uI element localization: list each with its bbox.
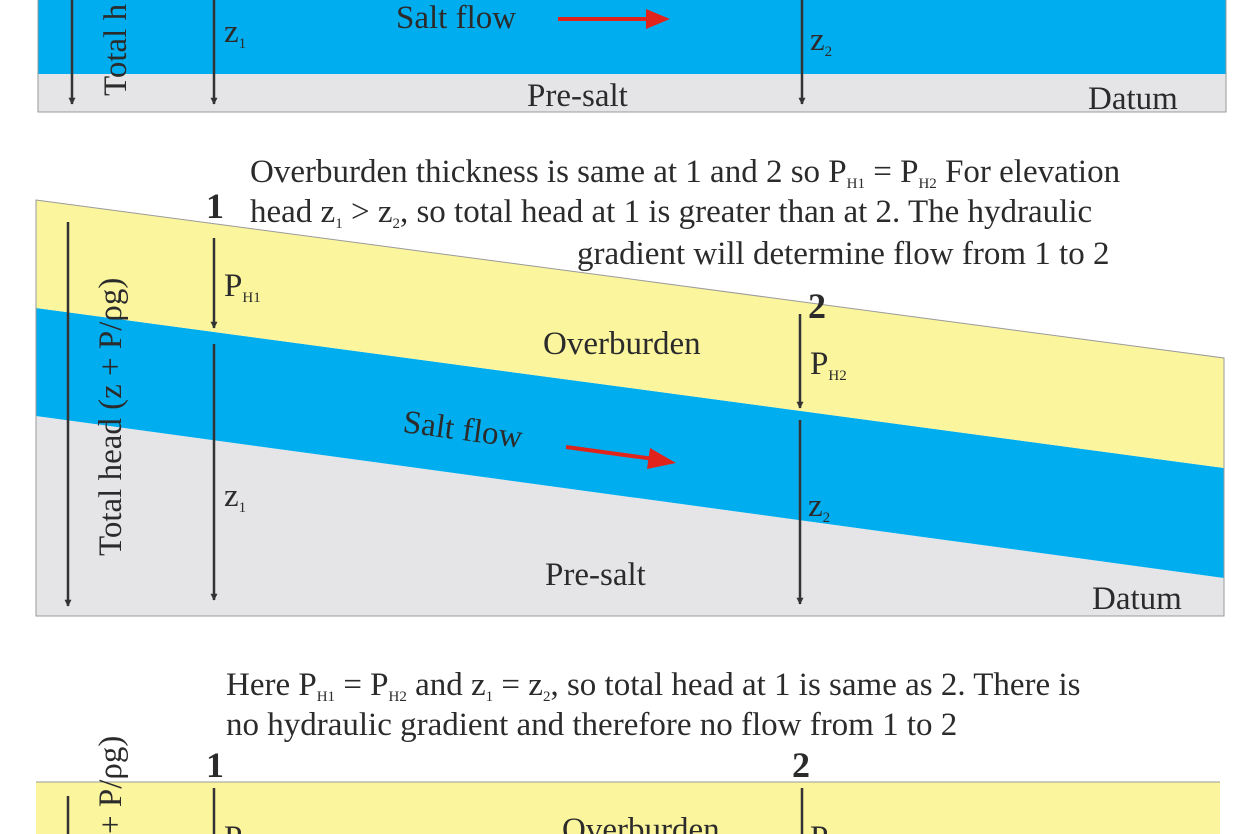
- middle-point-2: 2: [808, 286, 826, 326]
- top-presalt-label: Pre-salt: [527, 78, 628, 114]
- bottom-overburden-label: Overburden: [562, 812, 720, 834]
- bottom-panel: Here PH1 = PH2 and z1 = z2, so total hea…: [36, 667, 1220, 834]
- middle-datum-label: Datum: [1092, 581, 1182, 617]
- middle-flow-arrow: [565, 445, 655, 461]
- top-panel-frame: [37, 0, 1227, 113]
- middle-total-head-label: Total head (z + P/ρg): [93, 278, 129, 556]
- top-panel: Total h z1 z2 Salt flow Pre-salt Datum: [37, 0, 1227, 117]
- top-presalt-layer: [38, 74, 1226, 112]
- middle-salt-layer: [36, 308, 1224, 578]
- middle-overburden-layer: [36, 200, 1224, 468]
- top-salt-layer: [38, 0, 1226, 74]
- top-salt-flow-label: Salt flow: [396, 0, 516, 36]
- bottom-total-head-label: + P/ρg): [93, 736, 129, 834]
- middle-caption-line1: Overburden thickness is same at 1 and 2 …: [250, 154, 1120, 192]
- middle-overburden-label: Overburden: [543, 326, 701, 362]
- bottom-point-1: 1: [206, 745, 224, 785]
- middle-presalt-layer: [36, 416, 1224, 616]
- middle-panel-outline: [35, 199, 1225, 617]
- top-flow-arrow-head: [646, 9, 670, 29]
- top-z1-label: z1: [224, 14, 246, 52]
- bottom-caption-line2: no hydraulic gradient and therefore no f…: [226, 707, 957, 743]
- middle-z1-label: z1: [224, 478, 246, 516]
- middle-caption-line3: gradient will determine flow from 1 to 2: [577, 236, 1109, 272]
- middle-panel: Overburden thickness is same at 1 and 2 …: [35, 154, 1225, 617]
- top-datum-label: Datum: [1088, 81, 1178, 117]
- bottom-overburden-layer: [36, 782, 1220, 834]
- bottom-point-2: 2: [792, 745, 810, 785]
- middle-point-1: 1: [206, 186, 224, 226]
- top-total-head-label: Total h: [98, 3, 134, 96]
- middle-ph1-label: PH1: [224, 268, 261, 306]
- bottom-caption-line1: Here PH1 = PH2 and z1 = z2, so total hea…: [226, 667, 1080, 705]
- bottom-ph2-label: P: [810, 820, 828, 834]
- middle-flow-arrow-head: [647, 448, 676, 469]
- middle-presalt-label: Pre-salt: [545, 557, 646, 593]
- middle-z2-label: z2: [808, 488, 830, 526]
- bottom-ph1-label: P: [224, 820, 242, 834]
- middle-caption-line2: head z1 > z2, so total head at 1 is grea…: [250, 194, 1092, 232]
- top-z2-label: z2: [810, 22, 832, 60]
- middle-ph2-label: PH2: [810, 346, 847, 384]
